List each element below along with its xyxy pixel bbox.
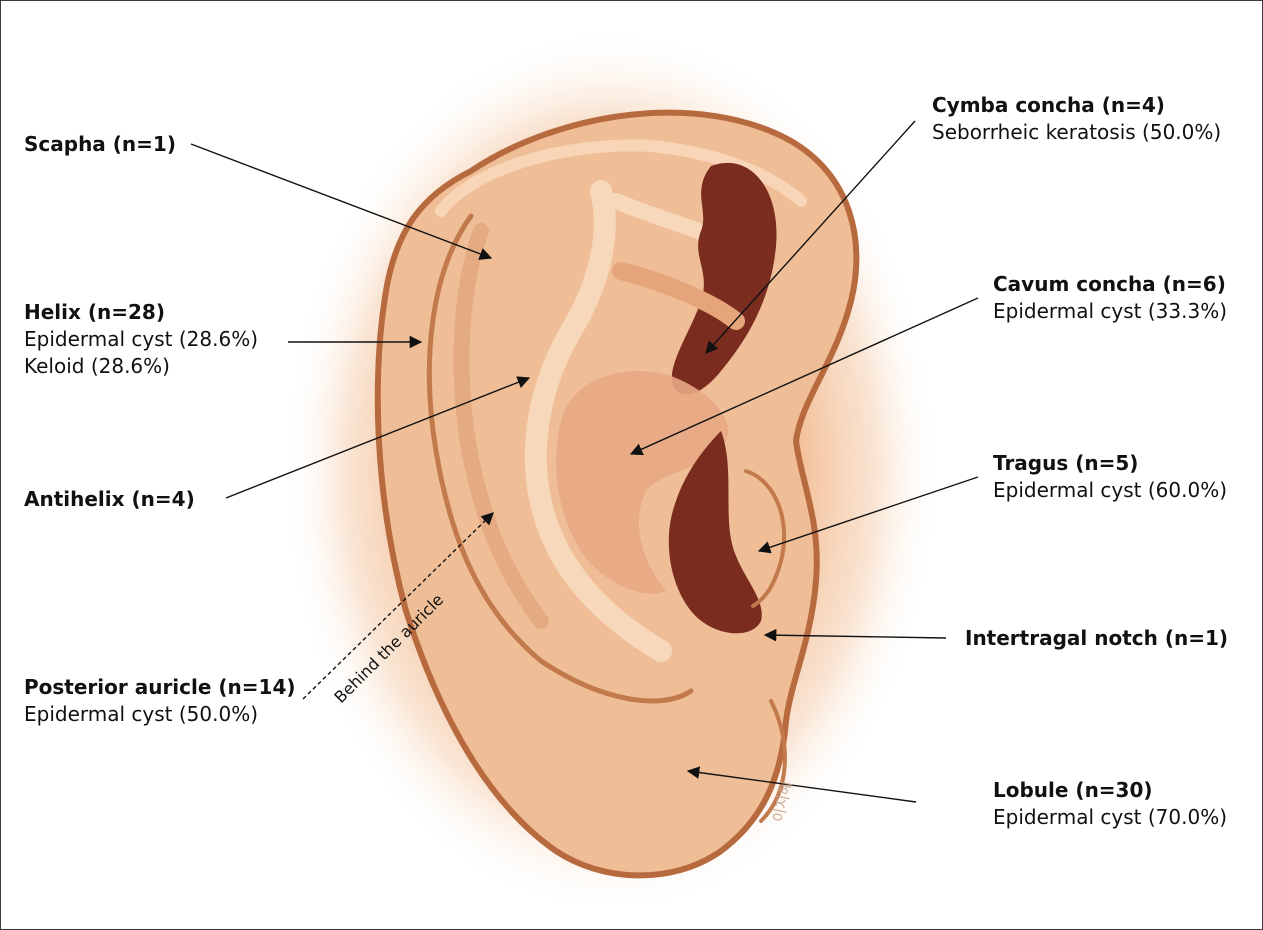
scapha-leader <box>190 143 493 260</box>
intertragal-notch-label: Intertragal notch (n=1) <box>965 625 1228 652</box>
posterior-auricle-label: Posterior auricle (n=14) Epidermal cyst … <box>24 674 296 728</box>
lobule-leader <box>686 766 917 803</box>
helix-label: Helix (n=28) Epidermal cyst (28.6%) Kelo… <box>24 299 258 380</box>
tragus-label: Tragus (n=5) Epidermal cyst (60.0%) <box>993 450 1227 504</box>
cavum-concha-leader <box>629 297 979 456</box>
lobule-stat: Epidermal cyst (70.0%) <box>993 805 1228 829</box>
lobule-title: Lobule (n=30) <box>993 778 1153 802</box>
cymba-concha-stat: Seborrheic keratosis (50.0%) <box>932 120 1222 144</box>
cavum-concha-dark <box>668 431 762 634</box>
helix-title: Helix (n=28) <box>24 300 165 324</box>
posterior-auricle-leader <box>302 512 494 700</box>
tragus-leader <box>757 476 979 554</box>
cavum-concha-stat: Epidermal cyst (33.3%) <box>993 299 1228 323</box>
cavum-concha <box>556 371 729 594</box>
cavum-concha-label: Cavum concha (n=6) Epidermal cyst (33.3%… <box>993 271 1227 325</box>
intertragal-notch-title: Intertragal notch (n=1) <box>965 626 1229 650</box>
cymba-concha-leader <box>705 120 916 354</box>
tragus-title: Tragus (n=5) <box>993 451 1139 475</box>
cymba-concha-label: Cymba concha (n=4) Seborrheic keratosis … <box>932 92 1221 146</box>
helix-stat-2: Keloid (28.6%) <box>24 354 170 378</box>
scapha-shade <box>453 223 549 629</box>
antihelix-label: Antihelix (n=4) <box>24 486 195 513</box>
cavum-concha-title: Cavum concha (n=6) <box>993 272 1226 296</box>
helix-rim <box>435 139 807 217</box>
helix-stat-1: Epidermal cyst (28.6%) <box>24 327 259 351</box>
lobule-crease <box>759 699 787 823</box>
helix-rim-inner <box>426 213 694 704</box>
scapha-label: Scapha (n=1) <box>24 131 176 158</box>
tragus-shape <box>744 469 787 608</box>
lobule-label: Lobule (n=30) Epidermal cyst (70.0%) <box>993 777 1227 831</box>
antihelix-ridge <box>524 180 672 662</box>
scapha-title: Scapha (n=1) <box>24 132 176 156</box>
crus-of-helix <box>612 262 745 330</box>
antihelix-leader <box>225 376 531 499</box>
posterior-auricle-title: Posterior auricle (n=14) <box>24 675 296 699</box>
intertragal-notch-leader <box>763 628 947 642</box>
tragus-stat: Epidermal cyst (60.0%) <box>993 478 1228 502</box>
cymba-concha-dark <box>671 162 777 395</box>
cymba-concha-title: Cymba concha (n=4) <box>932 93 1165 117</box>
antihelix-title: Antihelix (n=4) <box>24 487 195 511</box>
posterior-auricle-stat: Epidermal cyst (50.0%) <box>24 702 259 726</box>
